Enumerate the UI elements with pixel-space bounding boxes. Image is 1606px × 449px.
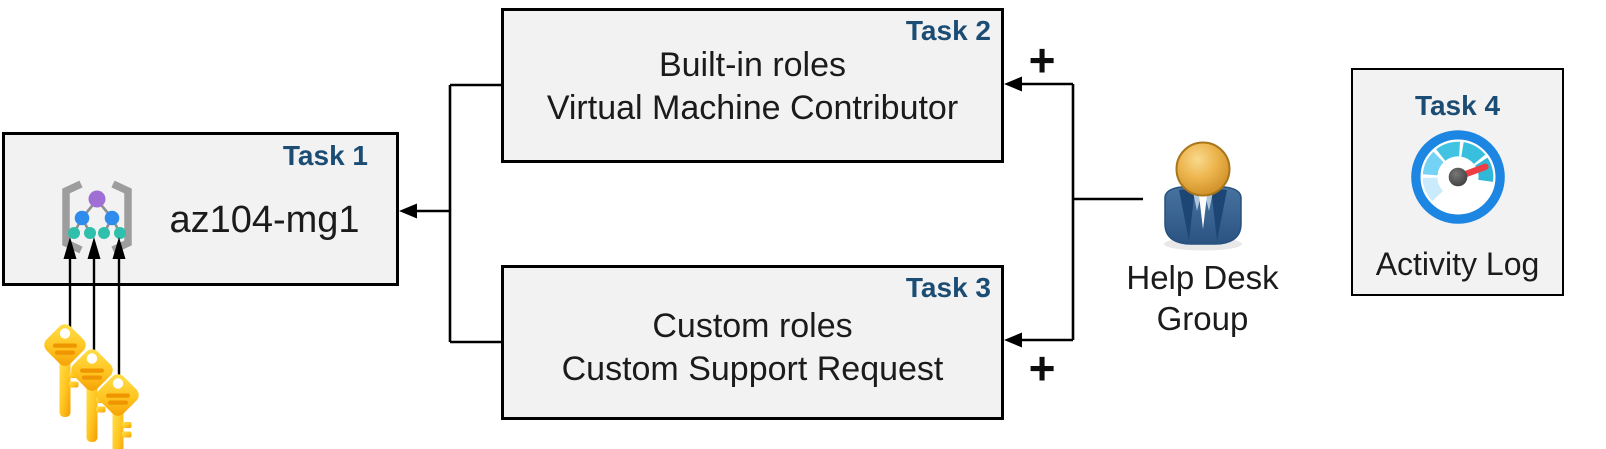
task2-label: Task 2 [905, 15, 991, 46]
task4-box: Task 4 Activity Log [1351, 68, 1564, 296]
task1-label: Task 1 [282, 140, 368, 171]
left-bracket-connector [414, 83, 501, 344]
help-desk-user-icon [1163, 141, 1242, 251]
actor-name-line2: Group [1156, 300, 1249, 337]
task1-box: Task 1 az104-mg1 [2, 132, 399, 286]
task2-line2: Virtual Machine Contributor [546, 89, 959, 127]
help-desk-group: Help Desk Group [1100, 140, 1305, 339]
assign-role-plus-task3: + [1028, 342, 1056, 394]
task3-text: Custom roles Custom Support Request [504, 305, 1001, 391]
management-group-name: az104-mg1 [169, 199, 360, 241]
arrowhead-into-task2 [1004, 76, 1022, 92]
actor-name: Help Desk Group [1100, 257, 1305, 339]
task2-text: Built-in roles Virtual Machine Contribut… [504, 44, 1001, 130]
task2-line1: Built-in roles [658, 46, 847, 84]
activity-log-gauge-icon [1410, 130, 1505, 224]
arrowhead-into-task1 [399, 203, 417, 219]
task3-line2: Custom Support Request [561, 350, 944, 388]
arrowhead-into-task3 [1004, 332, 1022, 348]
management-group-icon [62, 180, 132, 254]
actor-name-line1: Help Desk [1126, 259, 1279, 296]
activity-log-label: Activity Log [1375, 246, 1540, 282]
task3-box: Task 3 Custom roles Custom Support Reque… [501, 265, 1004, 420]
assign-role-plus-task2: + [1028, 34, 1056, 86]
access-keys-icon [44, 324, 139, 449]
task2-box: Task 2 Built-in roles Virtual Machine Co… [501, 8, 1004, 163]
task3-line1: Custom roles [652, 307, 853, 345]
task3-label: Task 3 [905, 272, 991, 303]
task4-label: Task 4 [1414, 90, 1501, 121]
